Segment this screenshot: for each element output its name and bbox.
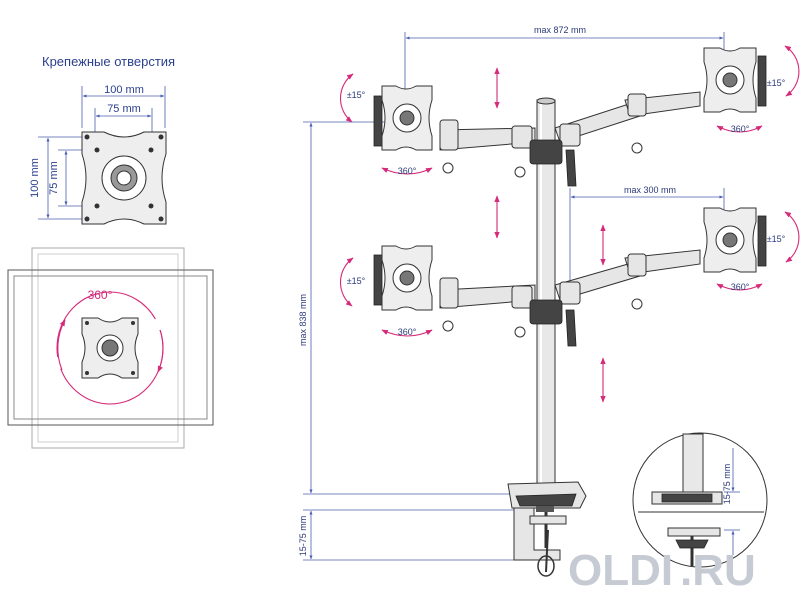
- clamp-detail-label: 15-75 mm: [722, 464, 732, 505]
- tilt-label-bottom-right: ±15°: [767, 234, 786, 244]
- watermark-domain: .RU: [680, 546, 756, 595]
- upper-arm: [439, 91, 701, 187]
- rotation-arrows: [339, 45, 800, 403]
- vesa-dimensions: 100 mm 75 mm 100 mm 75 mm: [29, 84, 166, 220]
- head-rotation-label-bottom-left: 360°: [398, 327, 417, 337]
- head-bottom-left: [373, 245, 433, 311]
- head-rotation-label-top-left: 360°: [398, 166, 417, 176]
- pole: [536, 97, 556, 493]
- tilt-label-top-right: ±15°: [767, 78, 786, 88]
- vesa-outer-h: 100 mm: [104, 84, 144, 96]
- head-rotation-label-top-right: 360°: [731, 124, 750, 134]
- tilt-label-bottom-left: ±15°: [347, 276, 366, 286]
- arm-length-label: max 300 mm: [624, 185, 676, 195]
- overall-dimensions: [303, 32, 725, 561]
- head-bottom-right: [703, 207, 767, 273]
- width-label: max 872 mm: [534, 25, 586, 35]
- watermark-brand: OLDI: [568, 546, 673, 595]
- head-rotation-label-bottom-right: 360°: [731, 282, 750, 292]
- head-top-left: [373, 85, 433, 151]
- vesa-inner-h: 75 mm: [107, 103, 141, 115]
- vesa-outer-v: 100 mm: [29, 158, 41, 198]
- clamp-detail: [632, 432, 768, 568]
- clamp-range-label: 15-75 mm: [298, 516, 308, 557]
- vesa-inner-v: 75 mm: [48, 161, 60, 195]
- head-top-right: [703, 47, 767, 113]
- rotation-label: 360°: [88, 288, 113, 302]
- tilt-label-top-left: ±15°: [347, 90, 366, 100]
- holes-heading: Крепежные отверстия: [42, 54, 175, 69]
- lower-arm: [439, 249, 701, 347]
- vesa-plate: [81, 131, 167, 225]
- rotation-illustration: [7, 247, 214, 449]
- height-label: max 838 mm: [298, 294, 308, 346]
- desk-clamp: [507, 481, 587, 577]
